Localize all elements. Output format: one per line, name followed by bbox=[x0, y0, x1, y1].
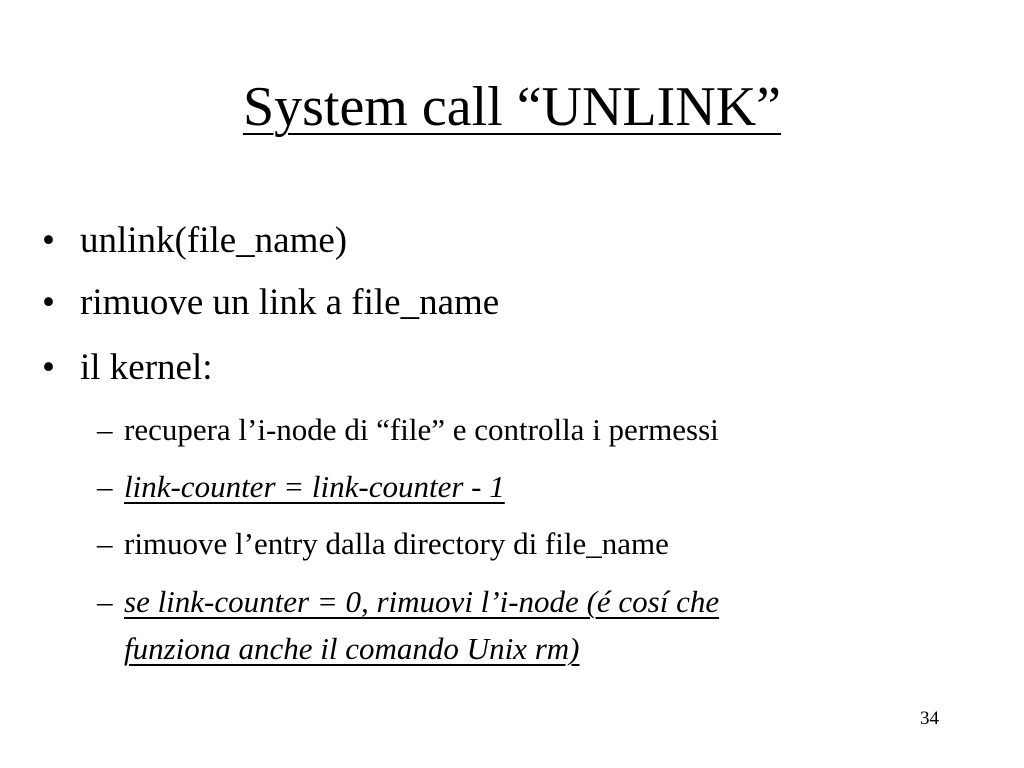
sub-bullet-text-emphasized-line2: funziona anche il comando Unix rm) bbox=[124, 631, 580, 666]
sub-bullet-marker: – bbox=[97, 584, 113, 619]
bullet-marker: • bbox=[42, 282, 55, 323]
sub-bullet-text-emphasized: link-counter = link-counter - 1 bbox=[124, 469, 505, 504]
sub-bullet-text-emphasized-line1: se link-counter = 0, rimuovi l’i-node (é… bbox=[124, 584, 720, 619]
sub-bullet-marker: – bbox=[97, 469, 113, 504]
sub-bullet-text: recupera l’i-node di “file” e controlla … bbox=[124, 412, 719, 447]
sub-bullet-text: rimuove l’entry dalla directory di file_… bbox=[124, 526, 669, 561]
bullet-marker: • bbox=[42, 347, 55, 388]
sub-bullet-marker: – bbox=[97, 412, 113, 447]
bullet-text: rimuove un link a file_name bbox=[80, 282, 500, 323]
bullet-marker: • bbox=[42, 220, 55, 261]
page-number: 34 bbox=[920, 708, 939, 729]
bullet-text: unlink(file_name) bbox=[80, 220, 348, 261]
slide-title-text: System call “UNLINK” bbox=[242, 76, 782, 138]
sub-bullet-marker: – bbox=[97, 526, 113, 561]
bullet-text: il kernel: bbox=[80, 347, 213, 388]
slide-title: System call “UNLINK” bbox=[0, 72, 1024, 142]
